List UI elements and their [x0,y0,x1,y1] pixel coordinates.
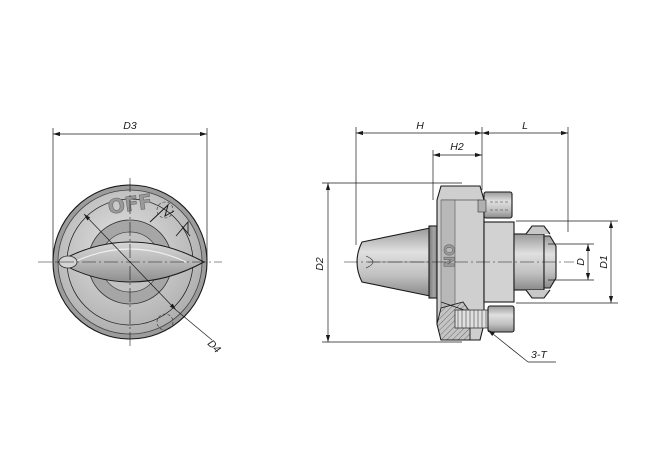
d-label: D [575,258,587,266]
side-view: H L H2 D2 ON [314,120,618,363]
h2-label: H2 [450,141,464,153]
rotation-arrow-icon [149,203,175,223]
d2-label: D2 [314,257,326,271]
d3-label: D3 [123,120,137,132]
top-screw-head [483,191,513,219]
front-view: D3 OFF D4 [38,120,223,356]
thread-leader-line [487,329,529,363]
l-label: L [522,120,528,132]
bottom-screw-head [487,305,515,333]
d4-dimension-line [83,213,177,311]
d4-label: D4 [205,338,223,356]
bottom-screw-thread [454,309,492,329]
direction-arrow-icon [175,220,189,237]
on-engraving: ON [440,244,456,268]
h-label: H [416,120,424,132]
thread-label: 3-T [531,349,548,361]
hole-bottom-right [156,313,174,331]
d1-label: D1 [598,255,610,268]
